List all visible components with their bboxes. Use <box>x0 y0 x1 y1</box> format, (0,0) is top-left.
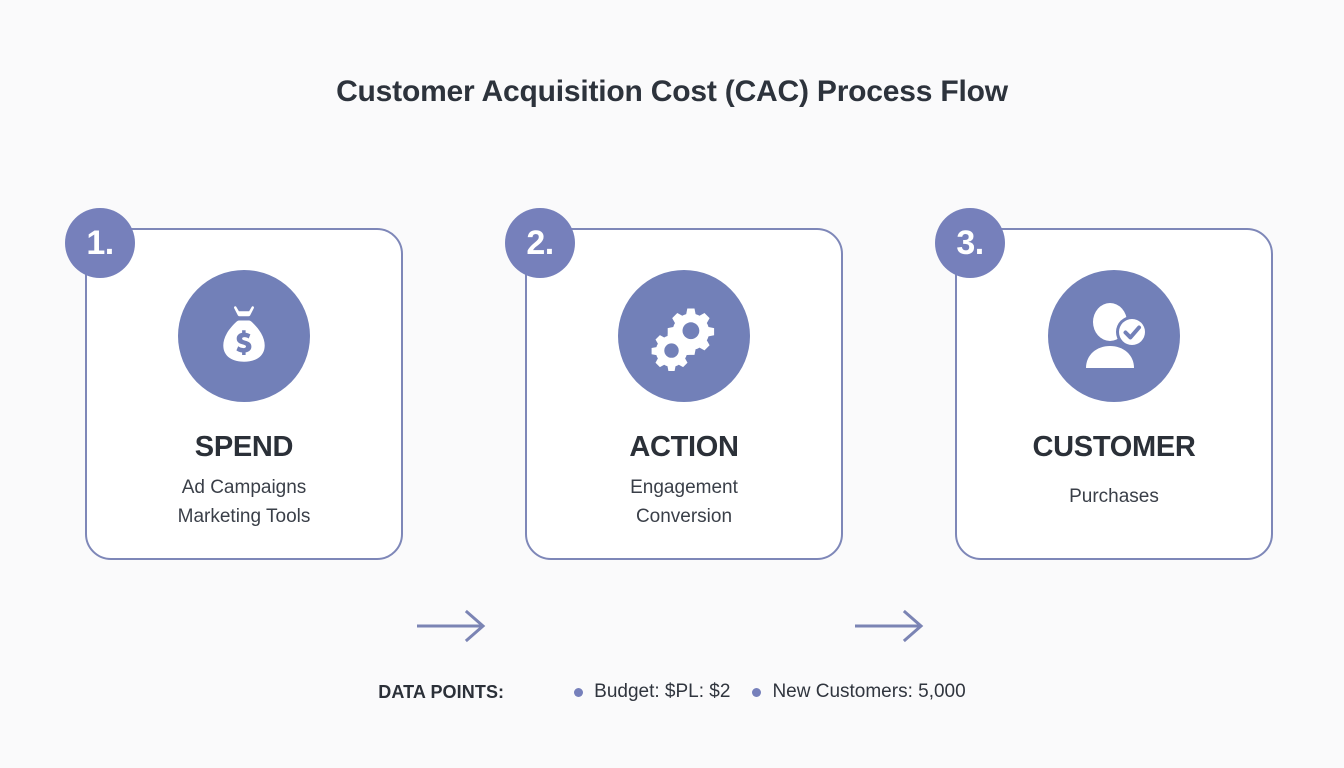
data-point-text: Budget: $PL: $2 <box>594 681 731 702</box>
step-subtitle-line: Ad Campaigns <box>181 477 307 498</box>
bullet-dot-icon <box>752 687 762 697</box>
page-title: Customer Acquisition Cost (CAC) Process … <box>336 75 1008 108</box>
step-card-customer[interactable]: 3. CUSTOMER Purchases <box>935 208 1273 560</box>
step-subtitle-line: Purchases <box>1069 486 1159 507</box>
money-bag-icon <box>178 270 310 402</box>
step-badge-2: 2. <box>505 208 575 278</box>
data-points-footer: DATA POINTS: Budget: $PL: $2 New Custome… <box>0 681 1344 703</box>
arrow-right-icon <box>415 606 495 646</box>
step-subtitle-spend: Ad Campaigns Marketing Tools <box>87 473 401 531</box>
arrow-right-icon <box>853 606 933 646</box>
step-subtitle-customer: Purchases <box>957 482 1271 511</box>
step-title-spend: SPEND <box>194 431 294 463</box>
process-flow-row: 1. SPEND Ad Campaigns Marketing Tools <box>0 208 1344 643</box>
bullet-dot-icon <box>574 687 584 697</box>
step-badge-3: 3. <box>935 208 1005 278</box>
step-card-action[interactable]: 2. ACTION Engagement Conversion <box>505 208 843 560</box>
step-subtitle-line: Engagement <box>630 477 738 498</box>
step-title-customer: CUSTOMER <box>1032 431 1196 463</box>
data-point-item: Budget: $PL: $2 <box>574 681 730 703</box>
step-subtitle-line: Conversion <box>635 506 733 527</box>
step-subtitle-line: Marketing Tools <box>177 506 311 527</box>
data-point-item: New Customers: 5,000 <box>752 681 966 703</box>
data-points-label: DATA POINTS: <box>378 681 505 702</box>
user-check-icon <box>1048 270 1180 402</box>
step-title-action: ACTION <box>629 431 739 463</box>
step-subtitle-action: Engagement Conversion <box>527 473 841 531</box>
gears-icon <box>618 270 750 402</box>
step-card-spend[interactable]: 1. SPEND Ad Campaigns Marketing Tools <box>65 208 403 560</box>
data-point-text: New Customers: 5,000 <box>772 681 966 702</box>
step-badge-1: 1. <box>65 208 135 278</box>
